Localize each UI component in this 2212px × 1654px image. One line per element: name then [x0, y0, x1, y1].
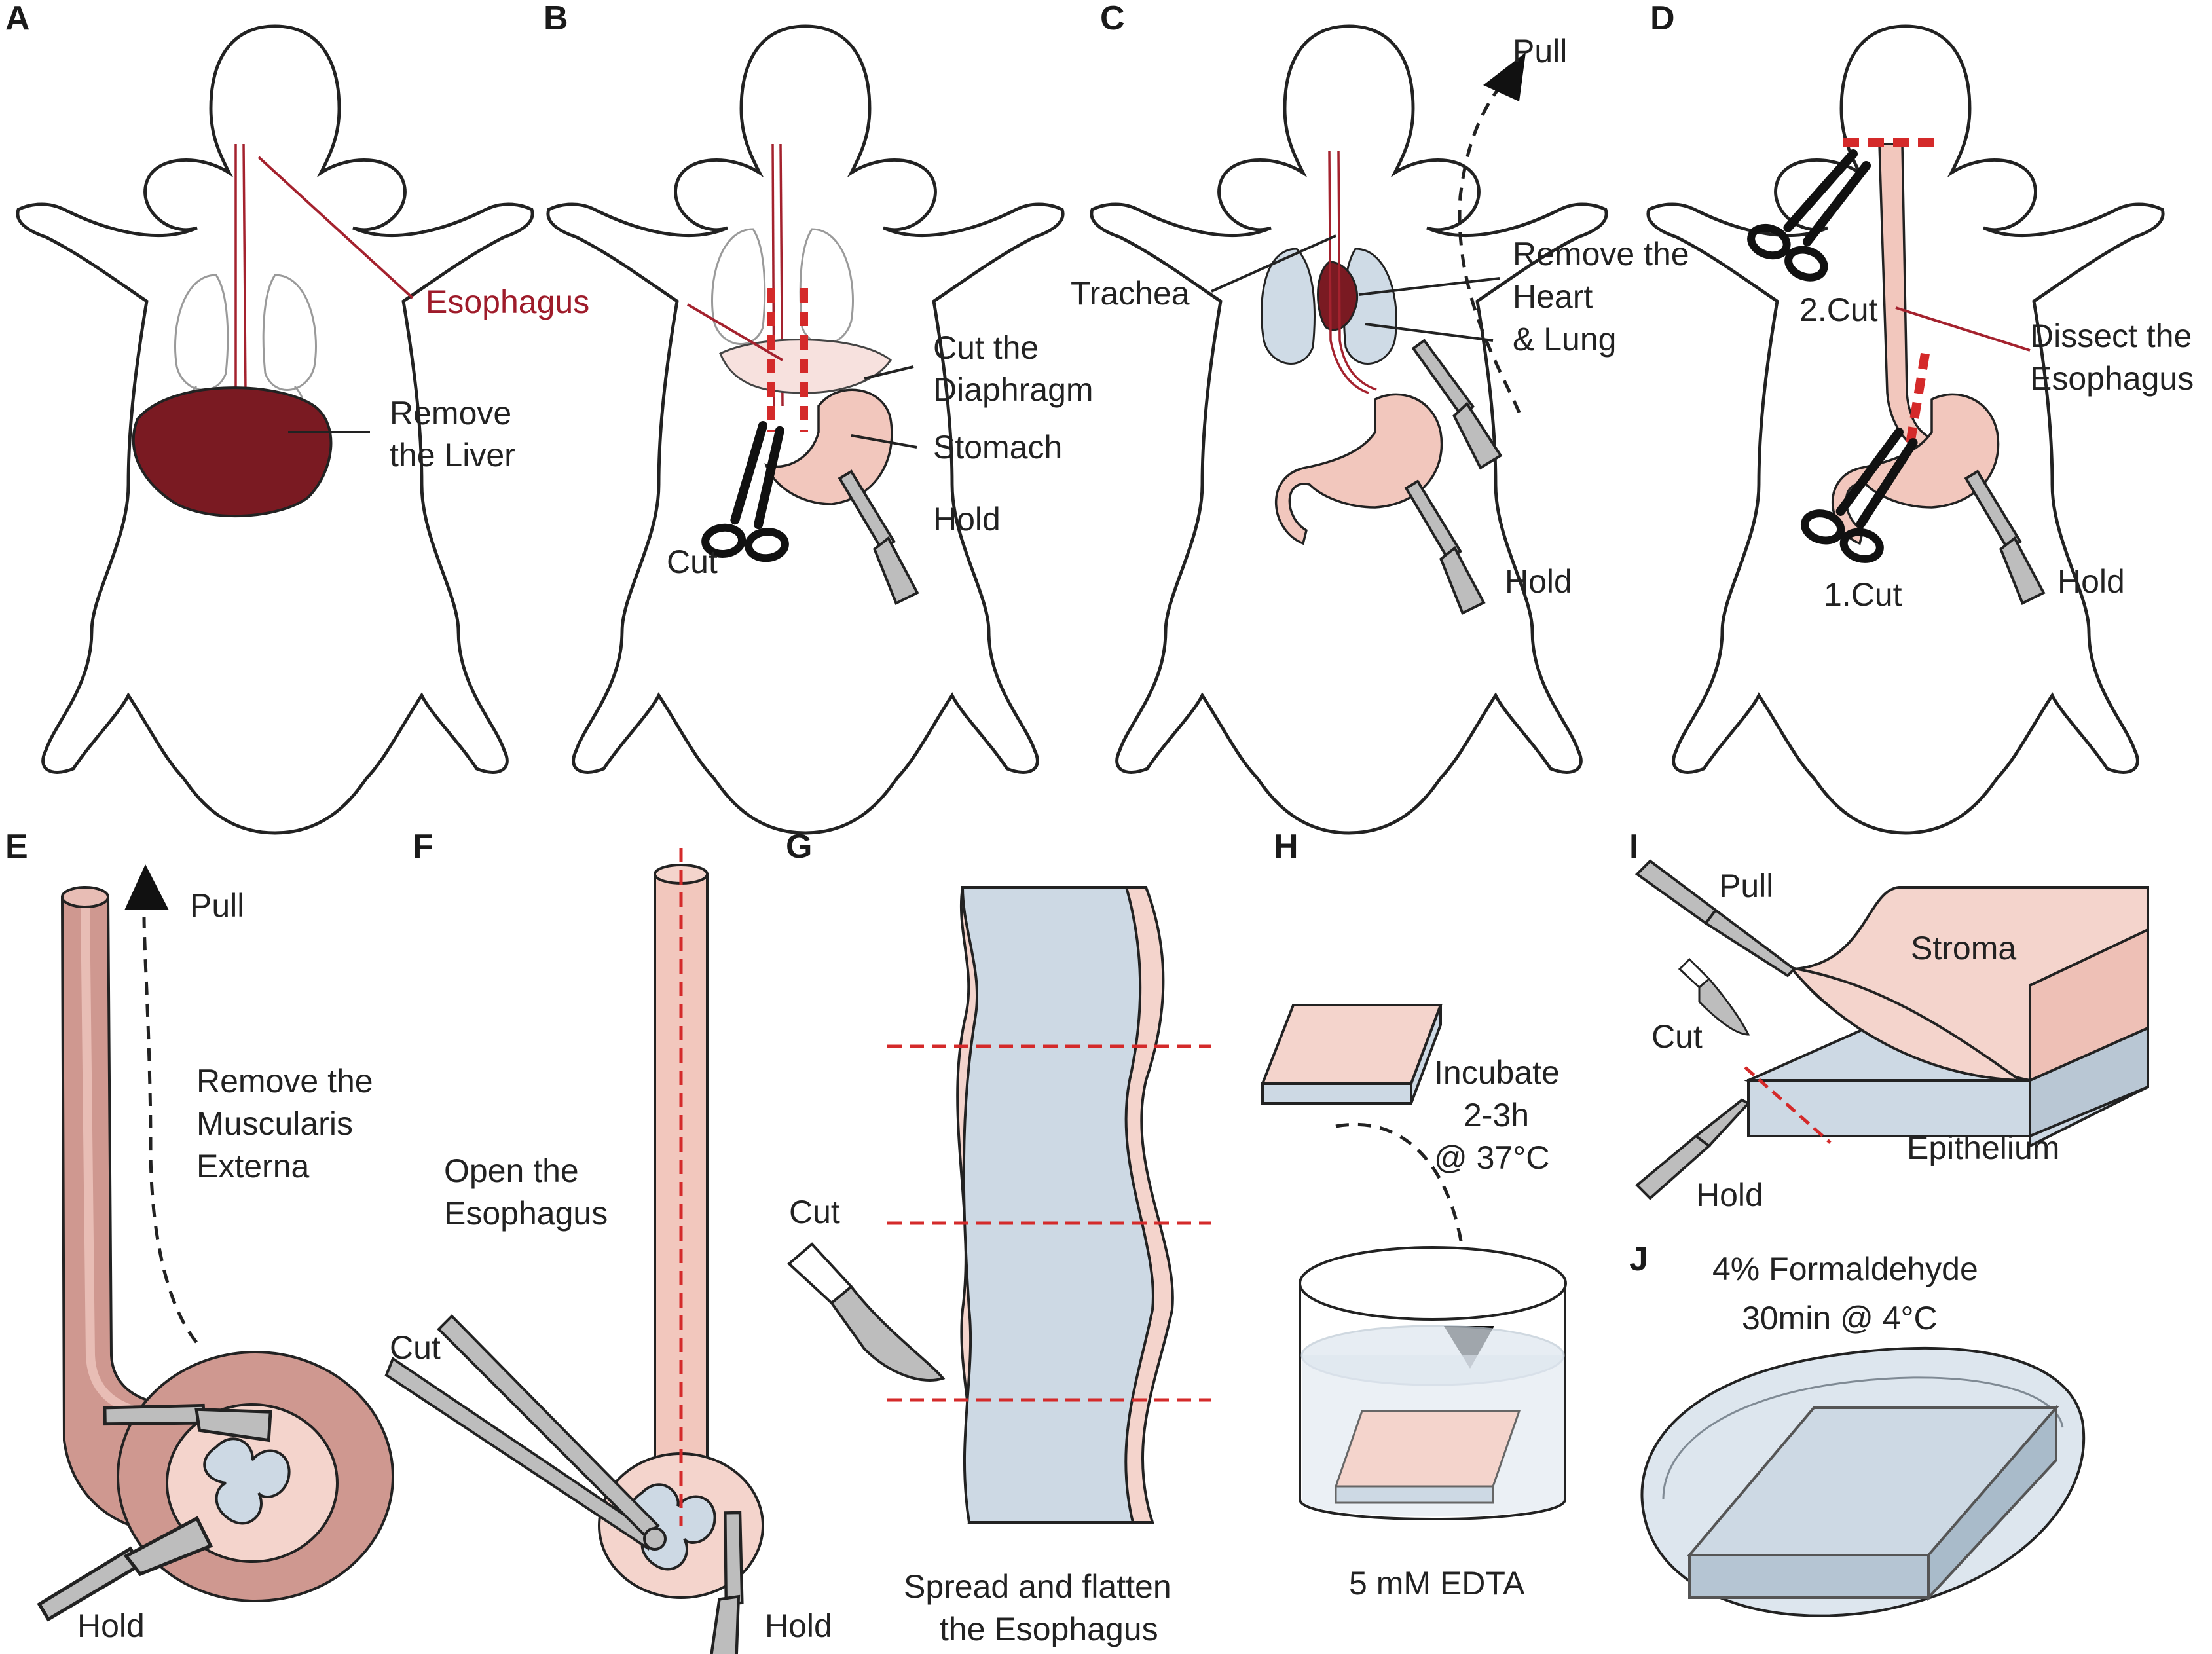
scalpel-icon-g	[786, 1242, 946, 1382]
cut-label-f: Cut	[390, 1329, 441, 1366]
remove-label-c-2: Heart	[1513, 278, 1593, 315]
hold-label-c: Hold	[1505, 563, 1572, 600]
remove-label-e-1: Remove the	[196, 1063, 373, 1099]
pull-path-c	[1458, 77, 1521, 413]
fix-label-j-1: 4% Formaldehyde	[1712, 1251, 1978, 1287]
diaphragm-label-b-1: Cut the	[933, 329, 1039, 366]
panel-letter-f: F	[413, 828, 433, 866]
esophagus-vessels-a	[234, 143, 247, 394]
panel-f: F Open the Esophagus Cut Hold	[384, 828, 832, 1654]
panel-h: H Incubate 2-3h @ 37°C 5 mM EDTA	[1261, 828, 1567, 1602]
heart-c	[1317, 261, 1359, 331]
pull-arrowhead-e	[124, 864, 169, 910]
panel-e: E Pull Remove the Muscularis Externa Hol…	[5, 828, 394, 1654]
esophagus-pointer-a	[257, 156, 414, 299]
open-label-f-2: Esophagus	[444, 1195, 608, 1232]
open-label-f-1: Open the	[444, 1152, 579, 1189]
cut-line-i	[1744, 1066, 1832, 1144]
remove-label-c-3: & Lung	[1513, 321, 1616, 358]
incubate-label-h-2: 2-3h	[1464, 1097, 1529, 1133]
pull-label-e: Pull	[190, 887, 244, 924]
incubate-label-h-3: @ 37°C	[1434, 1139, 1549, 1176]
liver-label-a-1: Remove	[390, 395, 511, 432]
lumen-e	[203, 1437, 291, 1525]
cut-label-b: Cut	[667, 543, 718, 580]
panel-letter-c: C	[1100, 0, 1125, 37]
heart-pointer-c	[1358, 277, 1500, 296]
hold-label-e: Hold	[77, 1608, 145, 1644]
remove-label-e-2: Muscularis	[196, 1105, 353, 1142]
stomach-pointer-b	[851, 434, 917, 449]
panel-c: C Pull Trachea Remove the Heart & Lung H…	[1071, 0, 1689, 833]
tissue-slab-i	[1744, 886, 2149, 1149]
remove-label-c-1: Remove the	[1513, 236, 1689, 272]
scalpel-icon-i	[1678, 957, 1750, 1036]
esophagus-pointer-b	[686, 303, 784, 361]
panel-letter-a: A	[5, 0, 30, 37]
panel-g: G Cut Spread and flatten the Esophagus	[786, 828, 1211, 1647]
scissors-open-icon-f	[384, 1314, 667, 1551]
stomach-b	[764, 388, 893, 505]
stroma-label-i: Stroma	[1911, 930, 2016, 966]
forceps-pull-icon-i	[1634, 859, 1797, 978]
diaphragm-label-b-2: Diaphragm	[933, 371, 1094, 408]
beaker-h	[1299, 1246, 1567, 1520]
dissect-label-d-1: Dissect the	[2030, 318, 2192, 354]
stomach-c	[1274, 393, 1443, 545]
cut2-label-d: 2.Cut	[1799, 291, 1878, 328]
trachea-label-c: Trachea	[1071, 275, 1190, 312]
panel-letter-j: J	[1629, 1240, 1648, 1278]
cut1-label-d: 1.Cut	[1824, 576, 1902, 613]
tissue-block-h	[1261, 1004, 1443, 1105]
esophagus-vessels-c	[1328, 150, 1377, 394]
hold-label-f: Hold	[765, 1608, 832, 1644]
esophagus-label-a: Esophagus	[426, 284, 589, 320]
stomach-label-b: Stomach	[933, 429, 1062, 466]
pull-label-c: Pull	[1513, 33, 1567, 69]
caption-g-1: Spread and flatten	[904, 1568, 1171, 1605]
hold-label-i: Hold	[1696, 1177, 1763, 1213]
panel-letter-d: D	[1650, 0, 1675, 37]
solution-label-h: 5 mM EDTA	[1349, 1565, 1525, 1602]
dissect-label-d-2: Esophagus	[2030, 360, 2194, 397]
cut-lines-g	[887, 1044, 1211, 1402]
flattened-esophagus-g	[961, 886, 1154, 1524]
panel-i: I Pull Stroma Cut Epithelium Hold	[1629, 828, 2149, 1213]
pull-label-i: Pull	[1719, 868, 1773, 904]
fix-label-j-2: 30min @ 4°C	[1742, 1300, 1938, 1336]
liver-a	[132, 386, 333, 518]
panel-letter-e: E	[5, 828, 28, 866]
incubate-label-h-1: Incubate	[1434, 1054, 1560, 1091]
diaphragm-cut-lines-b	[767, 288, 808, 432]
trachea-pointer-c	[1211, 234, 1336, 293]
forceps-hold-icon-i	[1635, 1098, 1751, 1200]
hold-label-d: Hold	[2057, 563, 2125, 600]
panel-letter-i: I	[1629, 828, 1638, 866]
lung-pointer-c	[1365, 323, 1494, 342]
panel-b: B Cut the Diaphragm Stomach Hold Cut	[544, 0, 1094, 833]
panel-d: D 2.Cut Dissect the Esophagus 1.Cut Hold	[1648, 0, 2194, 833]
panel-letter-b: B	[544, 0, 568, 37]
cut-label-g: Cut	[789, 1194, 840, 1230]
peeled-stroma-i	[1787, 966, 2025, 1082]
cut-label-i: Cut	[1651, 1018, 1703, 1055]
panel-letter-g: G	[786, 828, 812, 866]
panel-letter-h: H	[1274, 828, 1299, 866]
epithelium-label-i: Epithelium	[1907, 1130, 2059, 1166]
caption-g-2: the Esophagus	[940, 1611, 1158, 1647]
pull-arrowhead-c	[1483, 52, 1526, 101]
remove-label-e-3: Externa	[196, 1148, 310, 1185]
pull-path-e	[142, 916, 198, 1344]
diaphragm-pointer-b	[864, 365, 914, 380]
dissect-pointer-d	[1895, 306, 2031, 352]
hold-label-b: Hold	[933, 501, 1001, 538]
cut-line-bottom-d	[1904, 352, 1930, 453]
esophagus-top-e	[61, 886, 109, 908]
panel-a: A Esophagus Remove the Liver	[5, 0, 589, 833]
tissue-block-j	[1686, 1404, 2059, 1602]
mouse-body-c	[1092, 26, 1606, 833]
liver-label-a-2: the Liver	[390, 437, 515, 473]
panel-j: J 4% Formaldehyde 30min @ 4°C	[1629, 1240, 2086, 1617]
